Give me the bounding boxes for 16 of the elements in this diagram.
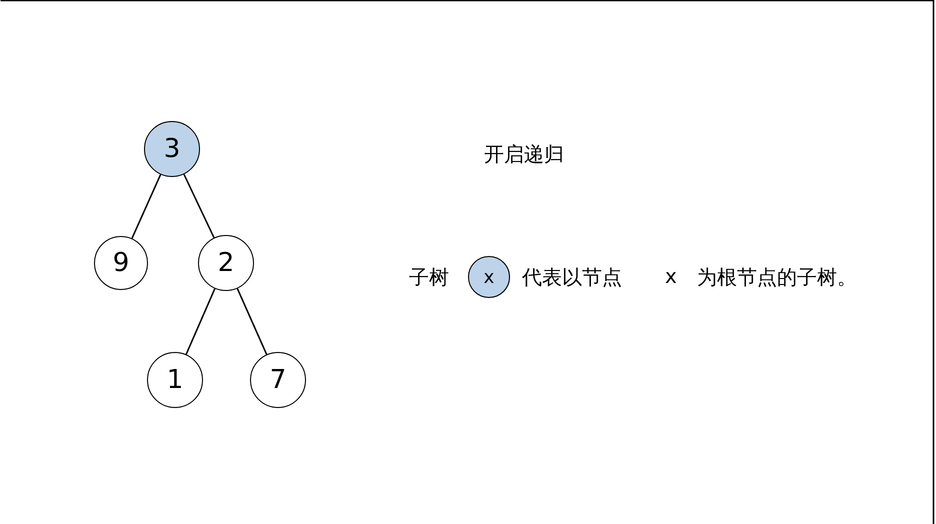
node-value: 7	[270, 365, 286, 395]
tree-node-circle	[94, 236, 148, 290]
tree-edge	[183, 174, 215, 238]
caption-text: x	[665, 264, 677, 288]
tree-node-circle	[468, 256, 510, 298]
tree-edge	[131, 174, 162, 239]
node-value: 3	[164, 134, 180, 164]
node-value: 2	[218, 248, 234, 278]
caption-text: 为根节点的子树。	[697, 264, 857, 291]
tree-edge	[186, 288, 216, 355]
node-value: 1	[166, 365, 184, 395]
node-value: 9	[112, 248, 130, 278]
node-value: x	[484, 266, 494, 288]
caption-text: 代表以节点	[522, 264, 622, 291]
caption-text: 子树	[409, 264, 449, 291]
caption-text: 开启递归	[484, 141, 564, 168]
